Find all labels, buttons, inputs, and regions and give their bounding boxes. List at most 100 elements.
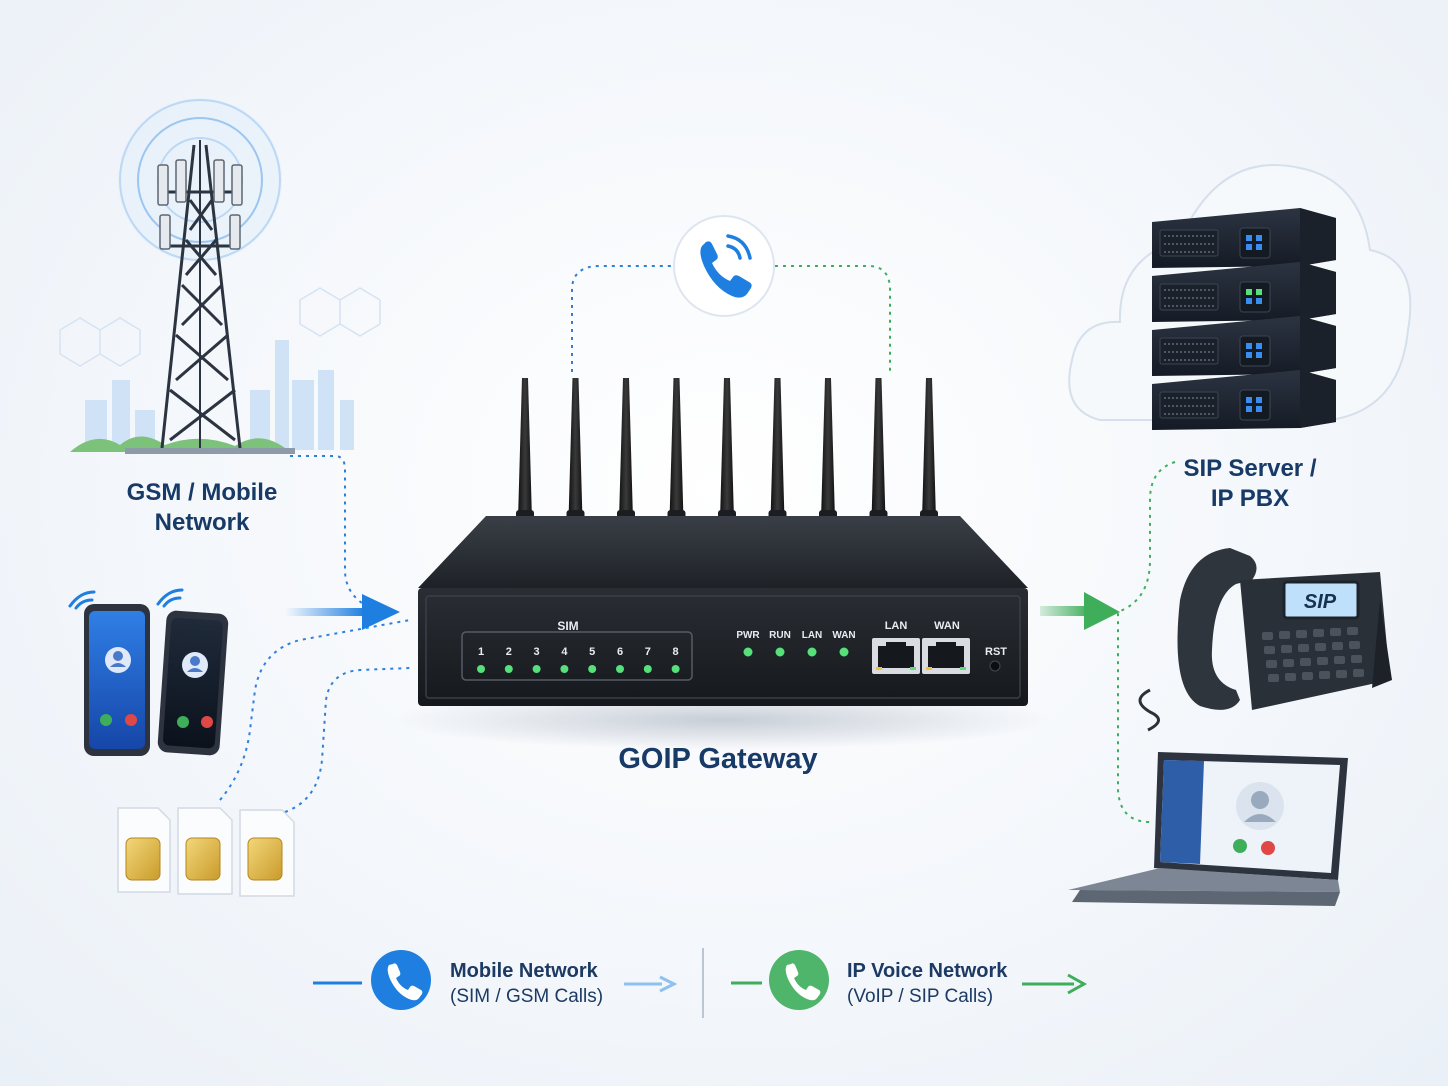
tower-to-gateway-line — [290, 455, 381, 613]
status-led-panel: PWR RUN LAN WAN — [736, 630, 856, 657]
phone-key — [1353, 669, 1364, 677]
status-led — [743, 647, 753, 657]
connection-lines — [219, 265, 1176, 823]
phone-key — [1296, 630, 1307, 638]
server-unit — [1152, 208, 1336, 268]
phone-handset — [1177, 548, 1257, 710]
sim-slot-led — [560, 665, 569, 673]
antenna — [617, 378, 635, 522]
sim-slot-number: 7 — [645, 646, 651, 658]
legend — [313, 948, 1088, 1018]
phone-key — [1336, 670, 1347, 678]
phones-to-gateway-line — [219, 619, 411, 801]
device-front — [418, 588, 1028, 706]
phone-key — [1315, 643, 1326, 651]
antenna — [869, 378, 888, 522]
sip-label-line1: SIP Server / — [1183, 455, 1317, 482]
sim-card — [117, 807, 171, 893]
legend-mobile-subtitle: (SIM / GSM Calls) — [450, 986, 604, 1007]
sim-slot-number: 2 — [506, 646, 512, 658]
phone-key — [1332, 642, 1343, 650]
antenna — [516, 378, 534, 522]
legend-voip-title: IP Voice Network — [847, 960, 1008, 982]
gateway-label: GOIP Gateway — [618, 743, 818, 775]
gsm-network-label: GSM / Mobile Network — [100, 478, 304, 538]
status-led-label: RUN — [769, 630, 791, 641]
phone-key — [1283, 659, 1294, 667]
sound-waves-icon — [726, 234, 752, 260]
sip-label-line2: IP PBX — [1210, 485, 1290, 512]
status-led-label: LAN — [802, 630, 823, 641]
antenna — [566, 378, 585, 522]
sims-to-gateway-line — [284, 667, 411, 813]
antenna — [819, 378, 837, 522]
phone-key — [1300, 658, 1311, 666]
phone-screen — [1282, 580, 1360, 620]
sim-slot-number: 1 — [478, 646, 484, 658]
signal-icon — [156, 588, 184, 608]
sim-chip-icon — [185, 837, 221, 881]
sim-slot-number: 4 — [561, 646, 568, 658]
accept-call-icon — [100, 714, 112, 726]
antenna-array — [516, 378, 938, 522]
sim-chip-icon — [125, 837, 161, 881]
status-led — [775, 647, 785, 657]
phone-keypad — [1262, 627, 1364, 682]
mobile-call-icon — [371, 950, 431, 1010]
mobile-phone-blue — [68, 590, 150, 756]
phone-key — [1268, 674, 1279, 682]
legend-voip: IP Voice Network (VoIP / SIP Calls) — [847, 958, 1007, 1010]
decline-call-icon — [125, 714, 137, 726]
sim-slot-led — [504, 665, 513, 673]
antenna — [667, 378, 686, 522]
phone-screen-text: SIP — [1304, 591, 1337, 613]
device-top — [418, 516, 1028, 588]
phone-key — [1319, 671, 1330, 679]
legend-voip-subtitle: (VoIP / SIP Calls) — [847, 986, 994, 1007]
sip-server-cloud — [1068, 164, 1412, 430]
antenna — [718, 378, 736, 522]
phone-icon — [700, 241, 752, 298]
cell-tower-illustration — [59, 98, 381, 454]
phone-key — [1351, 655, 1362, 663]
phone-key — [1302, 672, 1313, 680]
phone-key — [1298, 644, 1309, 652]
sim-slot-number: 5 — [589, 646, 595, 658]
server-unit — [1152, 316, 1336, 376]
phone-key — [1262, 632, 1273, 640]
phone-key — [1347, 627, 1358, 635]
call-bubble — [673, 215, 775, 317]
sim-card-stack — [117, 807, 295, 897]
sim-slot-led — [616, 665, 624, 673]
legend-mobile-title: Mobile Network — [450, 960, 598, 982]
antenna — [920, 378, 938, 522]
sip-desk-phone: SIP — [1138, 548, 1392, 732]
sim-slot-led — [643, 665, 652, 673]
server-unit — [1152, 370, 1336, 430]
antenna — [768, 378, 787, 522]
status-led-label: WAN — [832, 630, 855, 641]
phone-key — [1266, 660, 1277, 668]
laptop-keyboard — [1068, 868, 1340, 892]
signal-icon — [68, 590, 96, 610]
sim-panel-header: SIM — [557, 619, 578, 633]
phone-key — [1281, 645, 1292, 653]
status-led — [839, 647, 849, 657]
right-branch-line — [1116, 461, 1176, 823]
status-led — [807, 647, 817, 657]
top-call-line-left — [571, 265, 675, 372]
hex-pattern — [59, 287, 381, 367]
phone-key — [1349, 641, 1360, 649]
sim-chip-icon — [247, 837, 283, 881]
status-led-label: PWR — [736, 630, 760, 641]
sim-slot-led — [532, 665, 541, 673]
reset-label: RST — [985, 646, 1007, 658]
sip-server-label: SIP Server / IP PBX — [1150, 454, 1350, 514]
server-rack — [1152, 208, 1336, 430]
server-unit — [1152, 262, 1336, 322]
phone-key — [1313, 629, 1324, 637]
voip-call-icon — [769, 950, 829, 1010]
city-skyline — [85, 340, 354, 450]
